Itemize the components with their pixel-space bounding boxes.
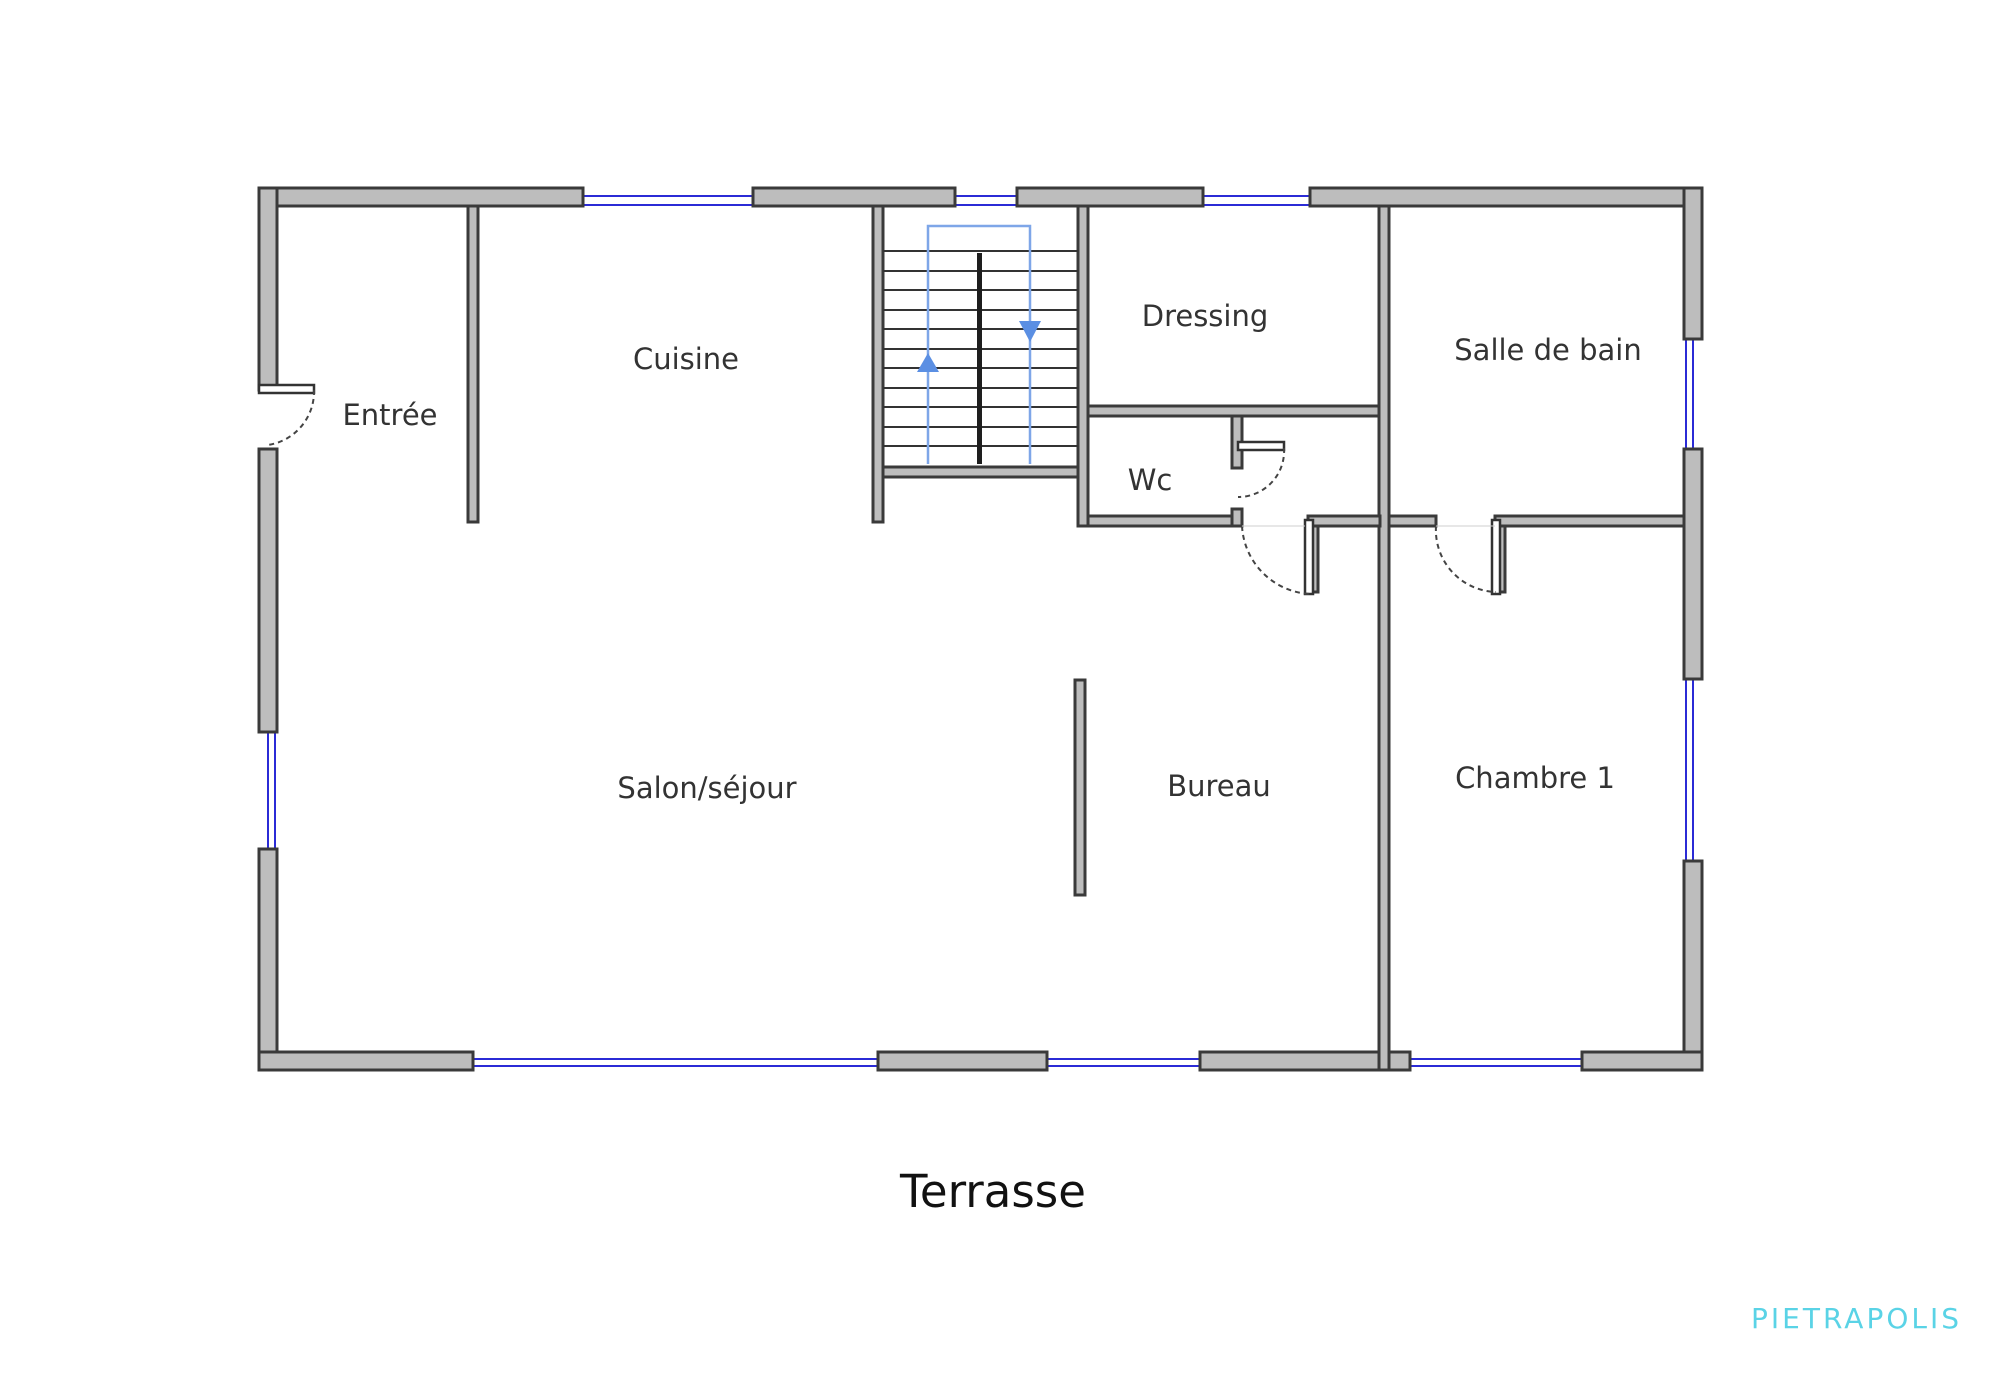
stair-up-arrow-icon xyxy=(917,353,939,372)
exterior-walls xyxy=(257,186,1704,1072)
bureau-door xyxy=(1303,518,1315,596)
room-label-bureau: Bureau xyxy=(1167,769,1271,803)
stair-down-arrow-icon xyxy=(1019,321,1041,342)
chambre-door xyxy=(1490,518,1502,596)
room-label-entree: Entrée xyxy=(342,398,437,432)
room-label-chambre: Chambre 1 xyxy=(1455,761,1615,795)
terrace-label: Terrasse xyxy=(899,1165,1086,1218)
room-labels: Entrée Cuisine Dressing Salle de bain Wc… xyxy=(342,299,1641,805)
room-label-dressing: Dressing xyxy=(1142,299,1269,333)
room-label-cuisine: Cuisine xyxy=(633,342,739,376)
room-label-salle-de-bain: Salle de bain xyxy=(1454,333,1641,367)
doors xyxy=(257,383,1502,596)
room-label-salon: Salon/séjour xyxy=(617,771,796,805)
room-label-wc: Wc xyxy=(1128,463,1173,497)
wc-door xyxy=(1236,440,1286,452)
staircase xyxy=(883,224,1078,464)
brand-logo-text: PIETRAPOLIS xyxy=(1751,1302,1962,1335)
entrance-door xyxy=(257,383,316,395)
windows xyxy=(267,195,1694,1067)
